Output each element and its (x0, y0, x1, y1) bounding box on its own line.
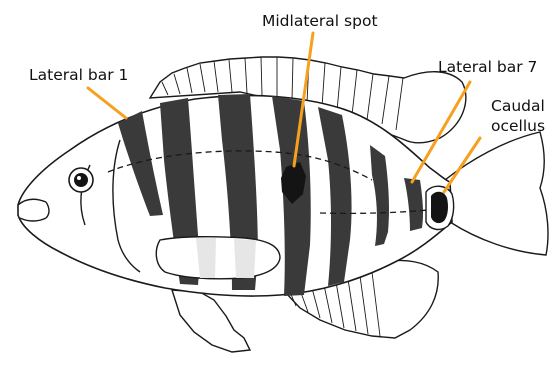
pointer-lateral-bar-1 (88, 88, 126, 118)
pectoral-fin-outline (156, 237, 280, 279)
pelvic-fin (172, 290, 250, 352)
label-caudal-ocellus-line2: ocellus (491, 117, 545, 135)
label-lateral-bar-7: Lateral bar 7 (438, 58, 537, 76)
caudal-fin (445, 132, 548, 255)
label-midlateral-spot: Midlateral spot (262, 12, 378, 30)
pectoral-fin-pale-bar-2 (234, 239, 256, 278)
fish-eye (69, 168, 93, 192)
label-caudal-ocellus-line1: Caudal (491, 97, 545, 115)
eye-pupil (74, 173, 88, 187)
eye-highlight (77, 176, 81, 180)
caudal-ocellus-spot (431, 192, 448, 223)
label-lateral-bar-1: Lateral bar 1 (29, 66, 128, 84)
caudal-ocellus (426, 186, 454, 229)
pectoral-fin (156, 237, 280, 279)
